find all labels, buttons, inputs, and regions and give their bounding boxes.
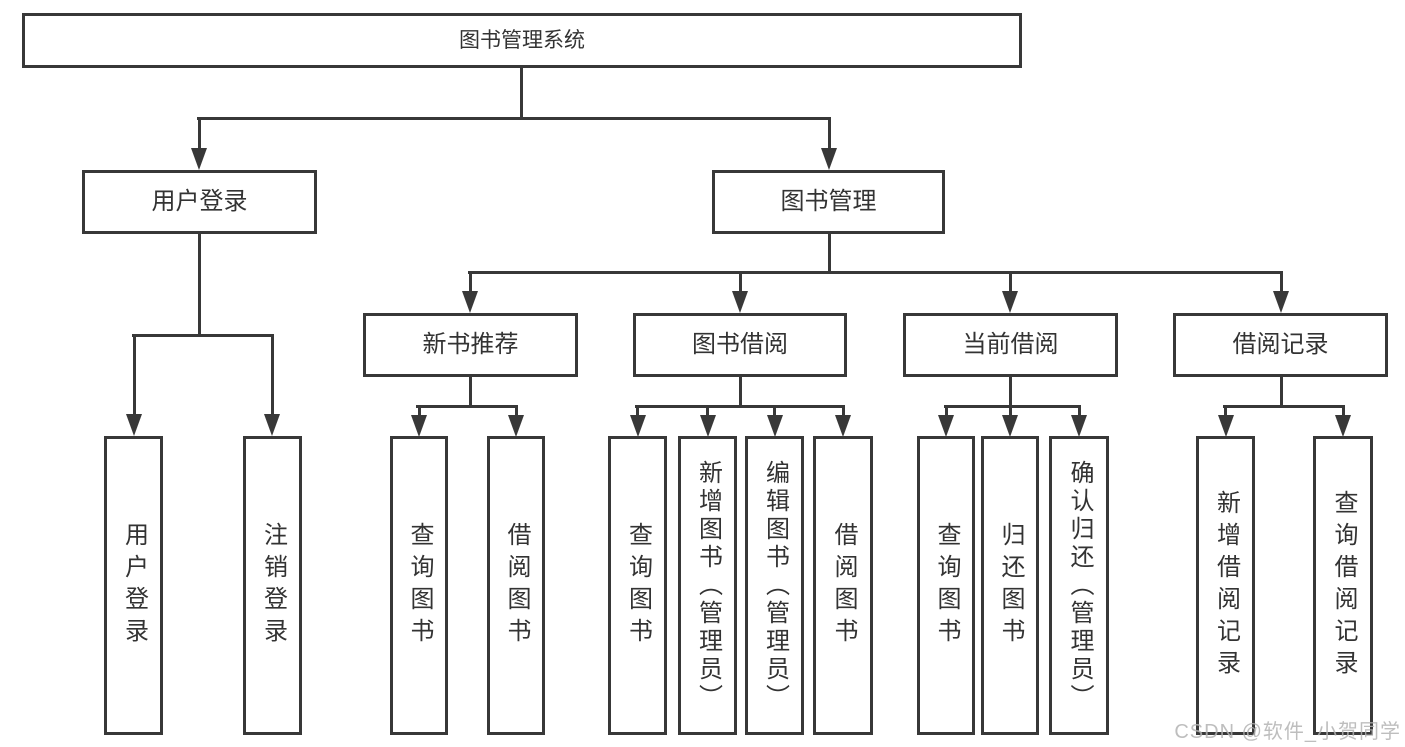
arrow-down-icon bbox=[1335, 415, 1351, 437]
arrow-down-icon bbox=[732, 291, 748, 313]
connector-line-v bbox=[738, 271, 742, 293]
connector-line-v bbox=[1279, 271, 1283, 293]
connector-line-v bbox=[514, 405, 518, 417]
leaf-edit-books-admin: 编辑图书（管理员） bbox=[745, 436, 804, 735]
connector-line-v bbox=[1279, 377, 1283, 408]
connector-line-v bbox=[738, 377, 742, 408]
connector-line-v bbox=[468, 271, 472, 293]
connector-line-v bbox=[197, 117, 201, 151]
connector-line-v bbox=[1224, 405, 1227, 417]
connector-line-v bbox=[1008, 405, 1012, 417]
connector-line-v bbox=[944, 405, 948, 417]
connector-line-v bbox=[827, 117, 831, 151]
arrow-down-icon bbox=[1273, 291, 1289, 313]
leaf-return-books: 归还图书 bbox=[981, 436, 1039, 735]
node-label: 图书借阅 bbox=[692, 331, 788, 358]
connector-line-v bbox=[198, 233, 201, 337]
arrow-down-icon bbox=[699, 415, 716, 437]
connector-line-v bbox=[636, 405, 639, 417]
leaf-borrow-books-1: 借阅图书 bbox=[487, 436, 545, 735]
arrow-down-icon bbox=[508, 415, 524, 437]
connector-line-v bbox=[468, 375, 472, 408]
node-label: 当前借阅 bbox=[962, 331, 1059, 358]
arrow-down-icon bbox=[126, 414, 142, 436]
node-new-book-recommendation: 新书推荐 bbox=[363, 313, 578, 377]
arrow-down-icon bbox=[411, 415, 427, 437]
connector-line-v bbox=[132, 334, 136, 416]
arrow-down-icon bbox=[1217, 415, 1234, 437]
connector-line-v bbox=[1008, 271, 1012, 293]
connector-line-h bbox=[197, 117, 831, 120]
connector-line-v bbox=[706, 405, 709, 417]
connector-line-h bbox=[132, 334, 274, 337]
arrow-down-icon bbox=[821, 148, 837, 170]
connector-line-h bbox=[944, 405, 1081, 408]
arrow-down-icon bbox=[938, 415, 954, 437]
node-label: 图书管理系统 bbox=[459, 29, 585, 52]
leaf-search-books-3: 查询图书 bbox=[917, 436, 975, 735]
leaf-search-borrow-record: 查询借阅记录 bbox=[1313, 436, 1373, 735]
leaf-logout: 注销登录 bbox=[243, 436, 302, 735]
node-label: 新书推荐 bbox=[422, 331, 519, 358]
arrow-down-icon bbox=[629, 415, 646, 437]
arrow-down-icon bbox=[264, 414, 280, 436]
arrow-down-icon bbox=[191, 148, 207, 170]
leaf-user-login: 用户登录 bbox=[104, 436, 163, 735]
leaf-search-books-1: 查询图书 bbox=[390, 436, 448, 735]
leaf-borrow-books-2: 借阅图书 bbox=[813, 436, 873, 735]
arrow-down-icon bbox=[462, 291, 478, 313]
leaf-confirm-return-admin: 确认归还（管理员） bbox=[1049, 436, 1109, 735]
arrow-down-icon bbox=[1002, 415, 1018, 437]
leaf-search-books-2: 查询图书 bbox=[608, 436, 667, 735]
leaf-add-borrow-record: 新增借阅记录 bbox=[1196, 436, 1255, 735]
csdn-watermark: CSDN @软件_小贺同学 bbox=[1174, 721, 1401, 743]
connector-line-v bbox=[841, 405, 845, 417]
node-book-borrowing: 图书借阅 bbox=[633, 313, 847, 377]
node-book-management: 图书管理 bbox=[712, 170, 945, 234]
connector-line-v bbox=[520, 68, 523, 120]
connector-line-h bbox=[635, 405, 844, 408]
node-label: 图书管理 bbox=[780, 188, 877, 215]
connector-line-h bbox=[416, 405, 518, 408]
arrow-down-icon bbox=[766, 415, 783, 437]
node-user-login: 用户登录 bbox=[82, 170, 317, 234]
arrow-down-icon bbox=[1002, 291, 1018, 313]
node-borrowing-records: 借阅记录 bbox=[1173, 313, 1388, 377]
arrow-down-icon bbox=[835, 415, 851, 437]
connector-line-v bbox=[1008, 377, 1012, 408]
connector-line-h bbox=[468, 271, 1283, 274]
node-current-borrowing: 当前借阅 bbox=[903, 313, 1118, 377]
connector-line-v bbox=[773, 405, 776, 417]
node-library-management-system: 图书管理系统 bbox=[22, 13, 1022, 68]
connector-line-v bbox=[1341, 405, 1345, 417]
connector-line-v bbox=[417, 405, 421, 417]
leaf-add-books-admin: 新增图书（管理员） bbox=[678, 436, 737, 735]
connector-line-v bbox=[1077, 405, 1081, 417]
node-label: 用户登录 bbox=[151, 188, 248, 215]
connector-line-v bbox=[827, 234, 831, 274]
connector-line-v bbox=[270, 334, 274, 416]
arrow-down-icon bbox=[1071, 415, 1087, 437]
node-label: 借阅记录 bbox=[1232, 331, 1329, 358]
connector-line-h bbox=[1223, 405, 1345, 408]
